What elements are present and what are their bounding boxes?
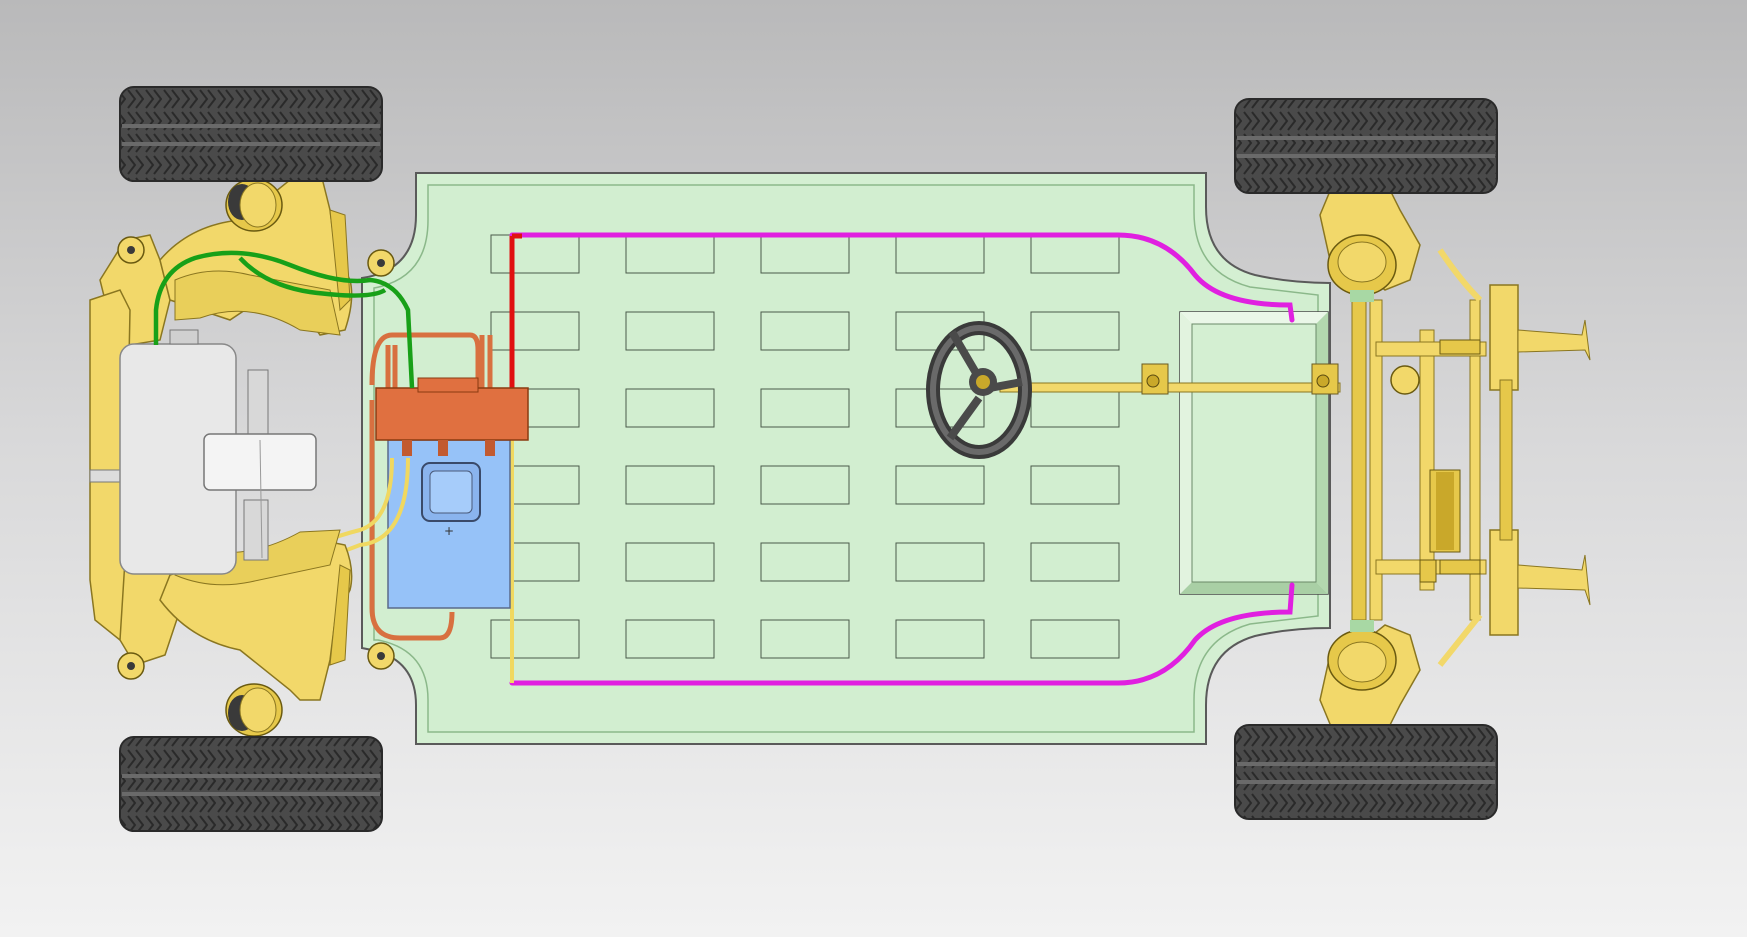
heater-block[interactable]	[375, 377, 529, 456]
magenta-coolant-line[interactable]	[509, 232, 1295, 686]
heater-loop[interactable]	[369, 332, 493, 641]
tire-icon[interactable]	[119, 86, 383, 182]
red-coolant-line[interactable]	[509, 233, 522, 390]
tire-icon[interactable]	[119, 736, 383, 832]
motor-icon[interactable]	[119, 329, 317, 575]
floor-panel-icon	[490, 234, 1120, 659]
green-coolant-line[interactable]	[153, 250, 415, 389]
rear-subframe[interactable]	[89, 169, 395, 701]
tire-icon[interactable]	[1234, 98, 1498, 194]
front-hub-left[interactable]	[1327, 234, 1397, 302]
rear-hub-left[interactable]	[225, 178, 283, 232]
floor-panel-grid	[490, 234, 1120, 659]
front-hub-right[interactable]	[1327, 620, 1397, 691]
floor-pan[interactable]	[361, 172, 1331, 745]
battery-mark: +	[444, 524, 454, 538]
steering-column[interactable]	[999, 363, 1341, 395]
steering-wheel-icon[interactable]	[926, 321, 1032, 459]
floor-raised-box[interactable]	[1179, 311, 1329, 595]
rear-hub-right[interactable]	[225, 683, 283, 737]
tire-icon[interactable]	[1234, 724, 1498, 820]
